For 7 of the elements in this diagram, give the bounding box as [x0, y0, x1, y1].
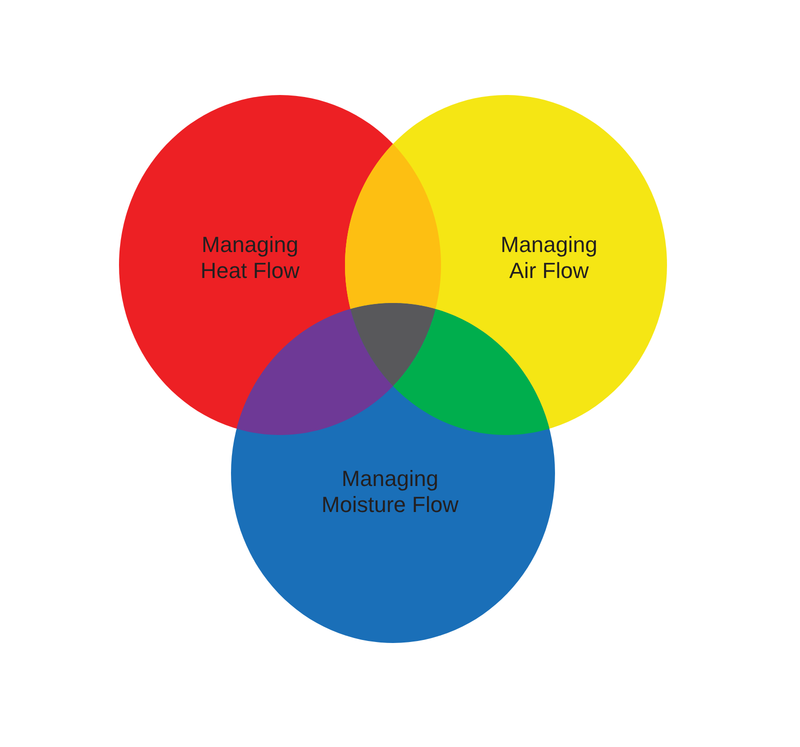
- overlap-region: [393, 308, 550, 435]
- circle-label: Managing Moisture Flow: [320, 466, 460, 518]
- overlap-region: [236, 308, 393, 435]
- center-overlap-region: [350, 303, 436, 386]
- circle-label: Managing Air Flow: [500, 232, 598, 284]
- overlap-region: [345, 144, 441, 309]
- circle-label: Managing Heat Flow: [199, 232, 301, 284]
